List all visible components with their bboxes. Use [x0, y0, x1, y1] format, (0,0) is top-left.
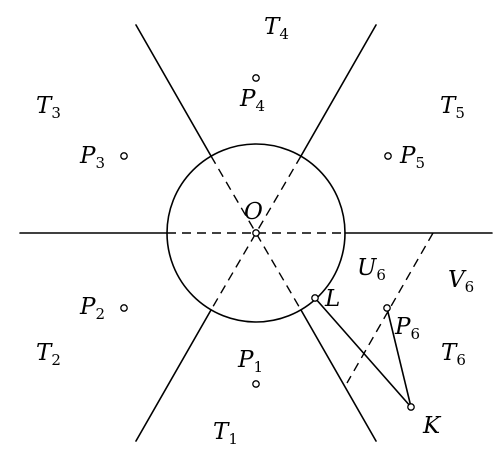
label-t5: T5 [440, 93, 465, 122]
label-t1: T1 [213, 419, 238, 448]
label-p6: P6 [394, 314, 420, 343]
point-l [311, 294, 319, 302]
segment-l-k [314, 297, 412, 408]
point-p1 [252, 380, 260, 388]
label-v6: V6 [448, 267, 474, 296]
label-p4: P4 [239, 86, 265, 115]
point-p2 [120, 304, 128, 312]
ray-upper-left [135, 24, 212, 157]
point-p4 [252, 74, 260, 82]
label-l: L [324, 286, 340, 312]
point-o [252, 229, 260, 237]
label-t2: T2 [36, 340, 61, 369]
point-p6 [383, 304, 391, 312]
label-o: O [244, 199, 263, 225]
segment-p6-k [386, 307, 412, 408]
label-p3: P3 [79, 143, 105, 172]
ray-lower-left [135, 309, 212, 442]
ray-lower-right [300, 309, 377, 442]
label-p2: P2 [79, 294, 105, 323]
label-p1: P1 [237, 347, 263, 376]
label-t4: T4 [264, 14, 289, 43]
label-u6: U6 [357, 255, 386, 284]
label-p5: P5 [399, 143, 425, 172]
point-p3 [120, 152, 128, 160]
label-t6: T6 [441, 340, 466, 369]
label-k: K [422, 413, 442, 439]
label-t3: T3 [36, 93, 61, 122]
point-p5 [384, 152, 392, 160]
ray-upper-right [300, 24, 377, 157]
point-k [407, 403, 415, 411]
